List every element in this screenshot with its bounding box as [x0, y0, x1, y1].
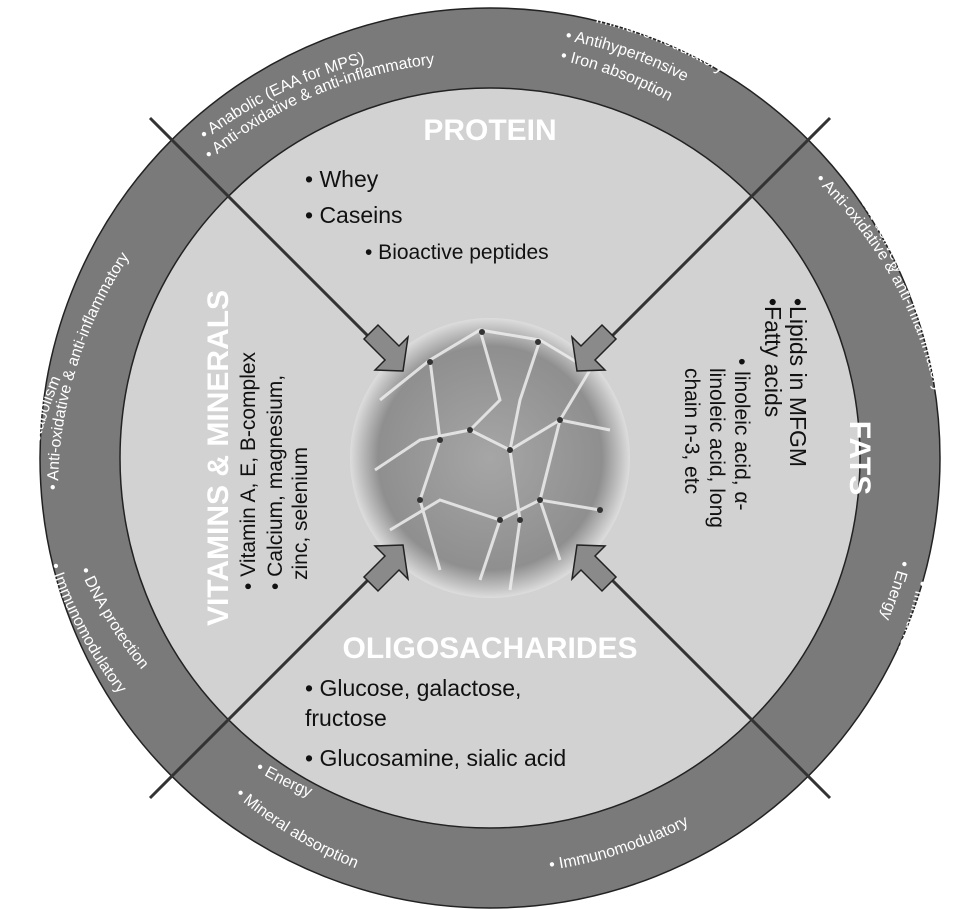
- fats-item-fatty-acids: •Fatty acids: [760, 298, 786, 417]
- fats-subitem-2: linoleic acid, long: [705, 368, 728, 528]
- fats-subitem-3: chain n-3, etc: [680, 368, 703, 494]
- protein-item-whey: • Whey: [305, 166, 379, 192]
- vitamins-item-1: • Vitamin A, E, B-complex: [237, 351, 260, 590]
- fats-subitem-1: • linoleic acid, α-: [730, 358, 753, 511]
- protein-subitem-peptides: • Bioactive peptides: [365, 241, 549, 264]
- oligo-item-3: • Glucosamine, sialic acid: [305, 745, 566, 771]
- protein-title: PROTEIN: [423, 114, 556, 147]
- oligo-title: OLIGOSACHARIDES: [342, 632, 637, 665]
- vitamins-title: VITAMINS & MINERALS: [202, 290, 235, 626]
- oligo-item-2: fructose: [305, 705, 387, 731]
- fats-item-lipids: •Lipids in MFGM: [785, 298, 811, 467]
- protein-item-caseins: • Caseins: [305, 202, 403, 228]
- oligo-item-1: • Glucose, galactose,: [305, 675, 521, 701]
- vitamins-item-2: • Calcium, magnesium,: [264, 375, 287, 590]
- fats-title: FATS: [843, 421, 876, 495]
- vitamins-item-3: zinc, selenium: [289, 447, 312, 580]
